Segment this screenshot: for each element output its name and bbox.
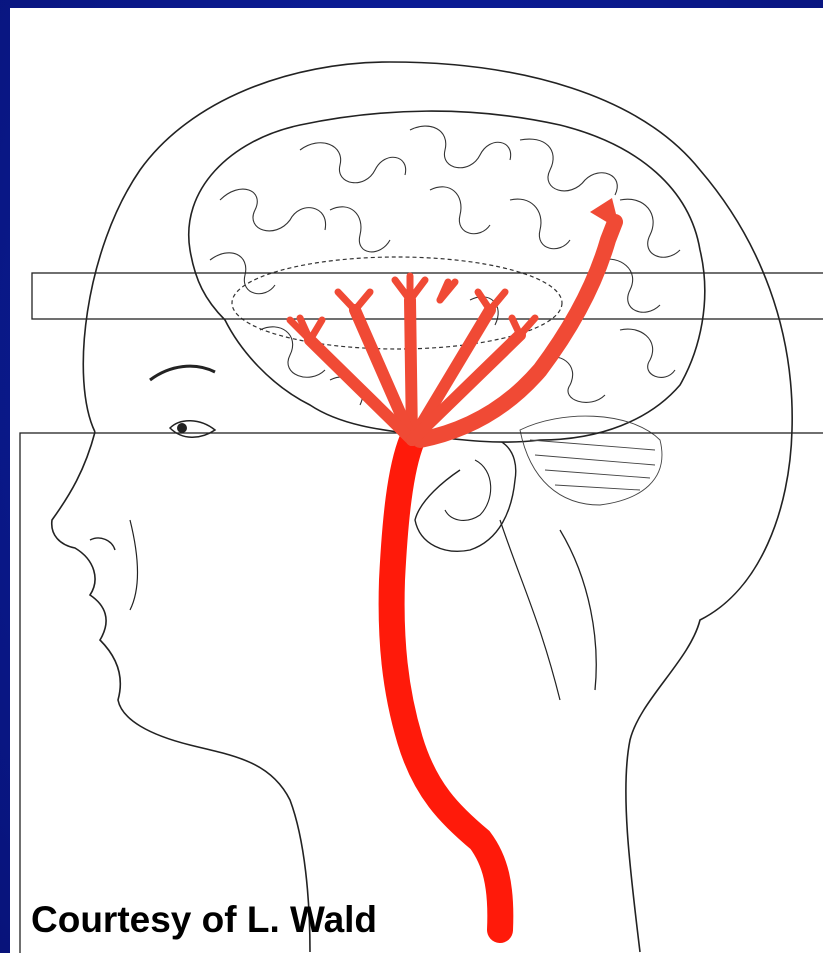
cheek-line bbox=[130, 520, 138, 610]
eye bbox=[170, 421, 215, 438]
neck-back bbox=[560, 530, 596, 690]
eye-pupil bbox=[177, 423, 187, 433]
head-illustration bbox=[10, 8, 823, 953]
carotid-artery bbox=[392, 440, 501, 930]
ear bbox=[415, 437, 516, 551]
imaging-slab-lower bbox=[20, 433, 823, 953]
ear-inner bbox=[445, 460, 491, 520]
eyebrow bbox=[150, 366, 215, 380]
credit-caption: Courtesy of L. Wald bbox=[31, 901, 377, 938]
face-profile bbox=[52, 432, 310, 952]
neck-muscle bbox=[500, 520, 560, 700]
nostril bbox=[90, 538, 115, 550]
illustration-panel: Courtesy of L. Wald bbox=[10, 8, 823, 953]
